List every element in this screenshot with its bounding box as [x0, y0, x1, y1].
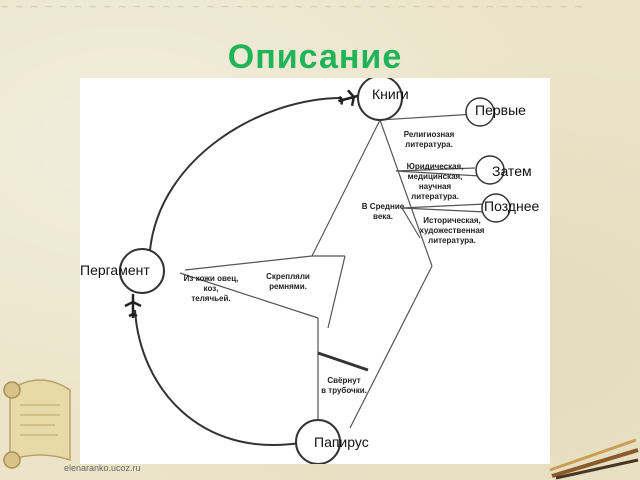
note-religious: Религиозная литература.	[398, 130, 460, 150]
node-books	[357, 78, 403, 121]
note-line: коз,	[203, 284, 219, 293]
arc-papyrus-to-parchment	[134, 309, 301, 446]
scroll-icon	[3, 379, 71, 469]
label-books: Книги	[372, 86, 409, 102]
note-line: Историческая,	[423, 216, 481, 225]
note-line: научная	[418, 182, 452, 191]
note-line: литература.	[428, 236, 476, 245]
thick-connector	[317, 351, 369, 372]
note-historical: Историческая, художественная литература.	[416, 216, 488, 246]
note-line: художественная	[419, 226, 485, 235]
node-papyrus	[295, 419, 341, 464]
note-middle-ages: В Средние века.	[358, 202, 408, 222]
site-credit: elenaranko.ucoz.ru	[64, 463, 141, 473]
label-parchment: Пергамент	[80, 262, 150, 278]
node-parchment	[119, 248, 165, 294]
airplane-icon	[124, 294, 142, 318]
diagram-canvas	[119, 78, 511, 464]
note-line: литература.	[405, 140, 453, 149]
note-line: ремнями.	[269, 282, 307, 291]
note-line: Из кожи овец,	[183, 274, 239, 283]
label-papyrus: Папирус	[314, 434, 369, 450]
label-then: Затем	[492, 163, 532, 179]
note-line: Свёрнут	[327, 376, 361, 385]
note-line: В Средние	[361, 202, 405, 211]
note-straps: Скрепляли ремнями.	[260, 272, 316, 292]
note-line: в трубочки.	[321, 386, 367, 395]
pens-icon	[549, 438, 639, 480]
note-line: века.	[373, 212, 393, 221]
arc-parchment-to-books	[149, 97, 343, 251]
page-title: Описание	[227, 38, 403, 76]
note-rolled: Свёрнут в трубочки.	[316, 376, 372, 396]
label-later: Позднее	[484, 198, 540, 214]
node-then	[475, 155, 505, 185]
note-legal: Юридическая, медицинская, научная литера…	[402, 162, 468, 202]
connector-lines	[179, 113, 486, 429]
label-first: Первые	[475, 102, 526, 118]
diagram-panel: Книги Первые Затем Позднее Пергамент Пап…	[80, 78, 550, 464]
node-first	[465, 97, 495, 127]
decorative-handwriting: ~ ~ ~ ~ ~ ~ ~ ~ ~ ~ ~ ~ ~ ~ ~ ~ ~ ~ ~ ~ …	[0, 0, 585, 13]
note-line: телячьей.	[191, 294, 231, 303]
note-line: медицинская,	[407, 172, 463, 181]
note-skins: Из кожи овец, коз, телячьей.	[180, 274, 242, 304]
node-later	[481, 193, 511, 223]
note-line: Религиозная	[403, 130, 455, 139]
note-line: Юридическая,	[406, 162, 464, 171]
note-line: литература.	[411, 192, 459, 201]
note-line: Скрепляли	[266, 272, 310, 281]
